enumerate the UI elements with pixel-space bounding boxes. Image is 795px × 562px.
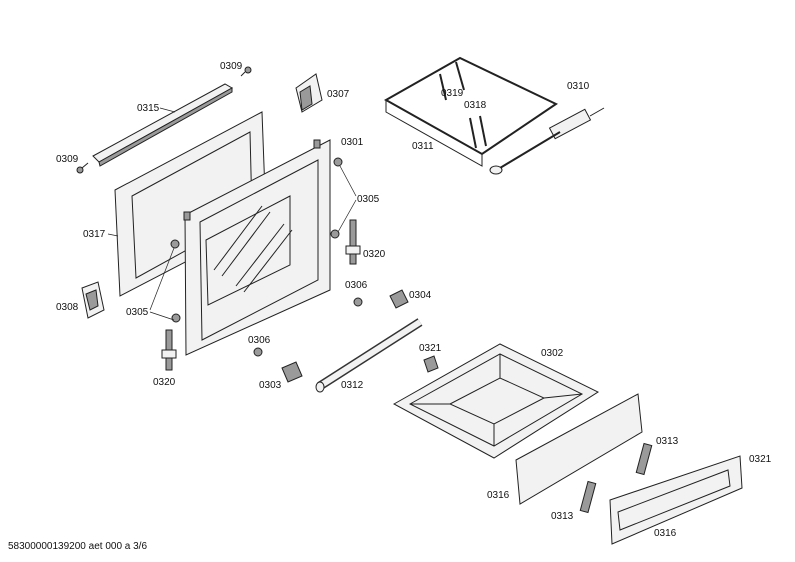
part-0301-outer-door	[183, 139, 331, 356]
label-0301: 0301	[341, 137, 364, 148]
label-0321-mid: 0321	[419, 343, 442, 354]
label-0319: 0319	[441, 88, 464, 99]
label-0310: 0310	[567, 81, 590, 92]
label-0320-right: 0320	[363, 249, 386, 260]
label-0307: 0307	[327, 89, 350, 100]
label-0305-left: 0305	[126, 307, 149, 318]
part-0315-door-trim-strip	[92, 83, 234, 167]
document-footer-code: 58300000139200 aet 000 a 3/6	[8, 541, 148, 552]
part-0304-clip	[389, 289, 409, 309]
label-0312: 0312	[341, 380, 364, 391]
part-0312-rail-tube	[315, 318, 423, 393]
part-0303-clip	[281, 361, 303, 383]
part-0320-hinge-right	[345, 219, 361, 265]
label-0309-left: 0309	[56, 154, 79, 165]
label-0320-left: 0320	[153, 377, 176, 388]
part-0310-thermostat	[489, 107, 605, 175]
part-0311-wire-frame	[383, 56, 559, 167]
part-0316-front-panel-lower	[609, 455, 743, 545]
label-0315: 0315	[137, 103, 160, 114]
label-0318: 0318	[464, 100, 487, 111]
part-0313-slide-left	[579, 480, 597, 514]
label-0303: 0303	[259, 380, 282, 391]
part-0308-bracket	[81, 281, 105, 319]
label-0313-left: 0313	[551, 511, 574, 522]
part-0302-drawer-tray	[392, 343, 600, 459]
part-0316-front-panel-upper	[515, 393, 643, 505]
label-0306-upper: 0306	[345, 280, 368, 291]
label-0317: 0317	[83, 229, 106, 240]
label-0306-lower: 0306	[248, 335, 271, 346]
label-0316-upper: 0316	[487, 490, 510, 501]
label-0309-top: 0309	[220, 61, 243, 72]
part-0313-slide-right	[635, 442, 653, 476]
part-0305-bumpers	[149, 157, 357, 323]
part-0307-bracket	[295, 73, 323, 113]
part-0306-nuts	[253, 297, 363, 357]
label-0321-right: 0321	[749, 454, 772, 465]
label-0311: 0311	[412, 141, 434, 152]
part-0321-small-clip	[423, 355, 439, 373]
label-0313-right: 0313	[656, 436, 679, 447]
label-0316-lower: 0316	[654, 528, 677, 539]
label-0304: 0304	[409, 290, 432, 301]
label-0305-right: 0305	[357, 194, 380, 205]
label-0308: 0308	[56, 302, 79, 313]
part-0309-screw-left	[76, 162, 89, 174]
label-0302: 0302	[541, 348, 564, 359]
part-0320-hinge-left	[161, 329, 177, 371]
part-0309-screw-top	[240, 66, 252, 77]
